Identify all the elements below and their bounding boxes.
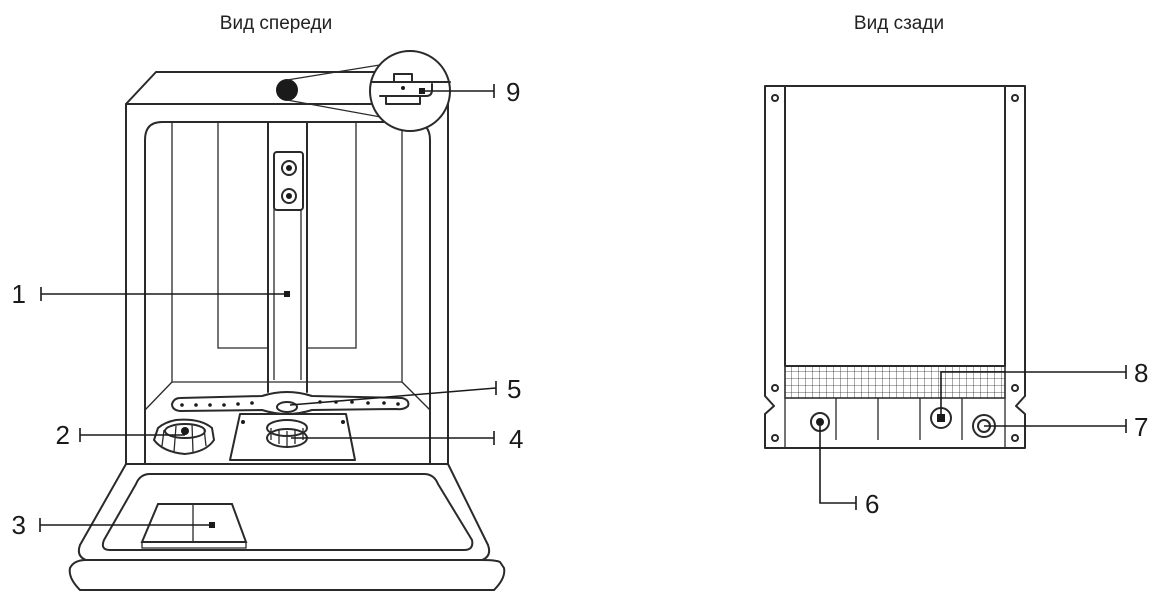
callout-1: 1 [12, 279, 290, 309]
svg-text:4: 4 [509, 424, 523, 454]
connector-port-1-hole [286, 165, 292, 171]
callout-6: 6 [819, 426, 879, 519]
front-view-title: Вид спереди [220, 13, 332, 34]
inset-knob-hole [401, 86, 405, 90]
detergent-dispenser [140, 503, 248, 543]
salt-cap-top [164, 423, 206, 439]
mount-hole-ml [771, 384, 779, 392]
mount-hole-mr [1011, 384, 1019, 392]
svg-text:1: 1 [12, 279, 26, 309]
mount-hole-tr [1011, 94, 1019, 102]
callout-2: 2 [56, 420, 185, 450]
mount-hole-br [1011, 434, 1019, 442]
svg-text:6: 6 [865, 489, 879, 519]
front-view [68, 50, 506, 591]
connector-port-1 [281, 160, 297, 176]
filter-screw-2 [341, 420, 345, 424]
inset-lead-top [286, 63, 387, 81]
supply-tube [267, 121, 308, 393]
filter-plate [229, 413, 356, 461]
callout-9: 9 [419, 77, 520, 107]
drain-outlet-center [816, 418, 824, 426]
callout-4: 4 [291, 424, 523, 454]
svg-text:7: 7 [1134, 412, 1148, 442]
callout-5: 5 [289, 374, 521, 406]
inset-lead-bottom [286, 99, 387, 119]
back-wall [171, 122, 403, 383]
rear-bottom-divider [785, 397, 1005, 440]
mount-hole-bl [771, 434, 779, 442]
floor-left-edge [144, 381, 173, 411]
door-bottom-edge [68, 559, 506, 591]
inset-bracket [379, 83, 433, 105]
supply-tube-inner [273, 190, 302, 380]
rear-view-title: Вид сзади [854, 13, 944, 34]
connector-port-2 [281, 188, 297, 204]
left-panel [217, 122, 269, 349]
ventilation-grille [784, 365, 1006, 399]
mount-hole-tl [771, 94, 779, 102]
filter-screw-1 [241, 420, 245, 424]
svg-text:2: 2 [56, 420, 70, 450]
filter-ribs [270, 428, 304, 446]
svg-text:8: 8 [1134, 358, 1148, 388]
connector-port-2-hole [286, 193, 292, 199]
rear-panel [784, 85, 1006, 367]
spray-arm-hub [276, 401, 298, 413]
svg-text:3: 3 [12, 510, 26, 540]
floor-right-edge [401, 381, 431, 411]
salt-cap [152, 418, 216, 456]
right-panel [306, 122, 357, 349]
callout-8: 8 [940, 358, 1148, 414]
svg-text:9: 9 [506, 77, 520, 107]
rear-view [764, 85, 1026, 449]
sensor-point [276, 79, 298, 101]
power-cord-port-center [937, 414, 945, 422]
callout-3: 3 [12, 510, 215, 540]
salt-cap-ridges [161, 423, 207, 453]
dispenser-front [141, 542, 247, 549]
svg-text:5: 5 [507, 374, 521, 404]
salt-cap-center [181, 427, 189, 435]
door-inner-panel [101, 473, 474, 551]
rear-frame [764, 85, 1026, 449]
inset-knob [393, 73, 413, 83]
callout-7: 7 [984, 412, 1148, 442]
